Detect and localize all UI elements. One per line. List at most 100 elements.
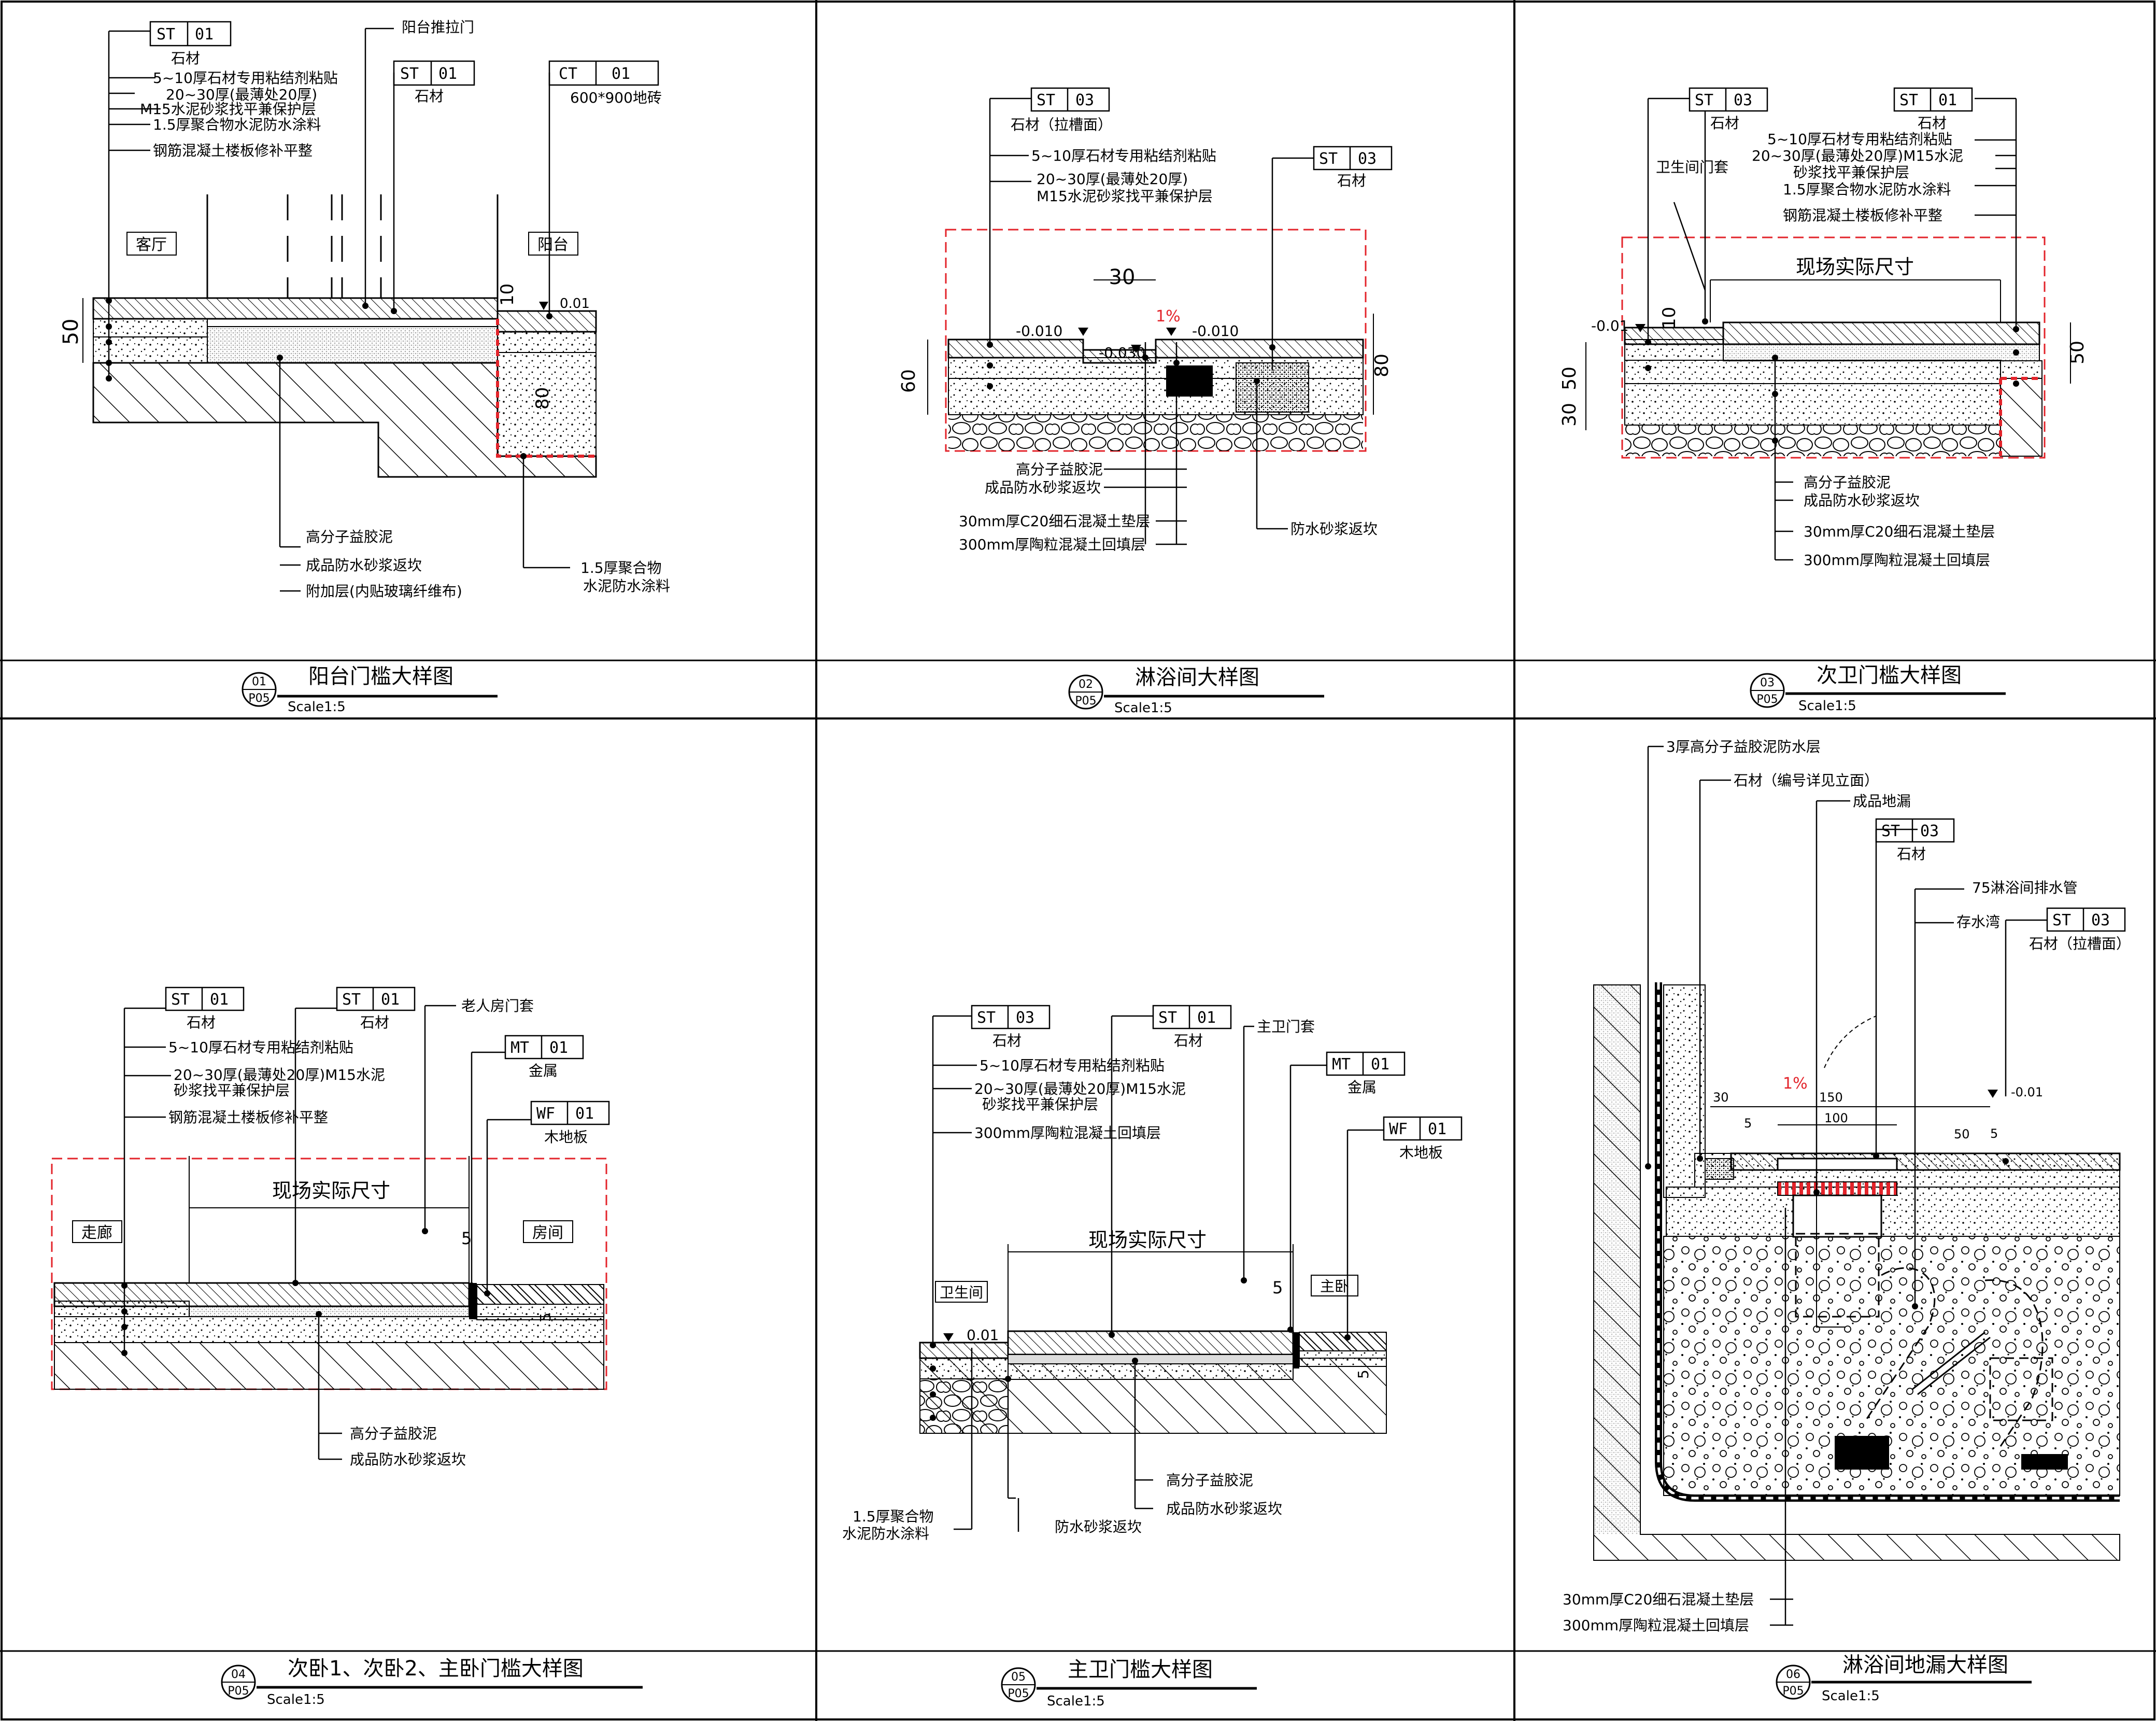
dim-label: -0.01 <box>2011 1085 2043 1099</box>
svg-text:石材: 石材 <box>992 1032 1022 1049</box>
title-sheet: P05 <box>228 1685 249 1698</box>
svg-text:MT: MT <box>1332 1055 1351 1074</box>
note: 1.5厚聚合物水泥防水涂料 <box>1783 181 1951 198</box>
svg-text:01: 01 <box>549 1039 568 1057</box>
note: 5~10厚石材专用粘结剂粘贴 <box>1031 147 1216 164</box>
note: 20~30厚(最薄处20厚)M15水泥 <box>174 1066 385 1083</box>
drawing-scale: Scale1:5 <box>1114 700 1172 716</box>
note: 阳台推拉门 <box>402 19 474 36</box>
note: 1.5厚聚合物水泥防水涂料 <box>153 116 321 133</box>
drawing-title: 次卧1、次卧2、主卧门槛大样图 <box>288 1657 584 1681</box>
room-label: 主卧 <box>1320 1278 1349 1295</box>
note: 成品防水砂浆返坎 <box>1804 492 1920 509</box>
dim-label: 5 <box>461 1229 472 1248</box>
title-number: 05 <box>1011 1671 1026 1684</box>
dim-label: -0.030 <box>1099 344 1145 361</box>
note: 钢筋混凝土楼板修补平整 <box>153 142 313 159</box>
svg-text:MT: MT <box>510 1039 529 1057</box>
detail-06-shower-floor-drain: 30 150 100 50 5 1% -0.01 5 <box>1563 738 2131 1634</box>
note: 300mm厚陶粒混凝土回填层 <box>1804 552 1990 569</box>
title-block-02: 02 P05 淋浴间大样图 Scale1:5 <box>1068 666 1324 716</box>
note: 1.5厚聚合物 <box>580 559 662 576</box>
note: 卫生间门套 <box>1656 159 1728 176</box>
svg-text:ST: ST <box>157 25 175 44</box>
svg-text:ST: ST <box>1899 91 1918 109</box>
note: M15水泥砂浆找平兼保护层 <box>140 101 316 118</box>
dim-label: 100 <box>1824 1111 1848 1125</box>
drawing-title: 淋浴间大样图 <box>1135 666 1259 689</box>
note: 高分子益胶泥 <box>1166 1472 1253 1489</box>
room-label: 客厅 <box>136 236 167 254</box>
note: 附加层(内贴玻璃纤维布) <box>306 583 462 600</box>
svg-text:03: 03 <box>1358 150 1377 168</box>
title-block-04: 04 P05 次卧1、次卧2、主卧门槛大样图 Scale1:5 <box>221 1657 643 1708</box>
note: 成品防水砂浆返坎 <box>1166 1500 1282 1517</box>
note: 75淋浴间排水管 <box>1972 879 2078 896</box>
note: 砂浆找平兼保护层 <box>174 1082 290 1099</box>
note: 石材（编号详见立面） <box>1734 772 1879 789</box>
svg-text:01: 01 <box>381 991 400 1009</box>
svg-text:石材: 石材 <box>171 50 200 67</box>
drawing-scale: Scale1:5 <box>1047 1694 1105 1709</box>
svg-text:01: 01 <box>575 1105 594 1123</box>
svg-text:03: 03 <box>1075 91 1094 109</box>
svg-text:ST: ST <box>1881 822 1900 840</box>
material-tag: ST 01 石材 <box>1893 87 1973 132</box>
note: 1.5厚聚合物 <box>853 1508 934 1525</box>
note: 5~10厚石材专用粘结剂粘贴 <box>1767 131 1952 148</box>
svg-text:ST: ST <box>2052 911 2071 929</box>
note: 成品防水砂浆返坎 <box>985 479 1101 496</box>
detail-04-bedroom-threshold: 现场实际尺寸 走廊 房间 5 5 <box>51 986 610 1468</box>
material-tag: ST 03 石材 <box>1313 146 1393 189</box>
note: 成品防水砂浆返坎 <box>306 557 422 574</box>
svg-text:01: 01 <box>438 65 457 83</box>
dim-label: 10 <box>497 284 518 306</box>
drawing-title: 主卫门槛大样图 <box>1068 1658 1213 1682</box>
dim-label: 5 <box>1355 1370 1372 1379</box>
svg-text:ST: ST <box>1319 150 1338 168</box>
dim-label: 50 <box>1954 1127 1970 1141</box>
note: 防水砂浆返坎 <box>1290 520 1378 538</box>
note: 钢筋混凝土楼板修补平整 <box>168 1109 328 1126</box>
dim-label: 50 <box>1559 366 1580 390</box>
note: 砂浆找平兼保护层 <box>982 1096 1098 1113</box>
material-tag: ST 01 石材 <box>393 60 475 105</box>
note: 30mm厚C20细石混凝土垫层 <box>1563 1591 1754 1608</box>
title-sheet: P05 <box>1008 1687 1029 1700</box>
material-tag: MT 01 金属 <box>1326 1051 1406 1096</box>
dim-label: 5 <box>1990 1126 1998 1141</box>
dim-label: -0.01 <box>1591 317 1628 334</box>
dim-label: 150 <box>1819 1090 1843 1105</box>
note: 现场实际尺寸 <box>1088 1229 1207 1251</box>
svg-text:ST: ST <box>342 991 361 1009</box>
drawing-title: 阳台门槛大样图 <box>308 665 453 688</box>
note: 300mm厚陶粒混凝土回填层 <box>974 1124 1161 1141</box>
dim-label: 5 <box>1744 1116 1752 1131</box>
svg-text:石材: 石材 <box>1897 845 1926 863</box>
svg-text:石材: 石材 <box>187 1014 216 1031</box>
svg-text:石材: 石材 <box>1918 115 1947 132</box>
svg-text:石材: 石材 <box>1710 115 1739 132</box>
material-tag: ST 03 石材 <box>1689 87 1768 132</box>
svg-text:01: 01 <box>195 25 214 44</box>
note: 20~30厚(最薄处20厚) <box>1037 171 1188 188</box>
note: 现场实际尺寸 <box>272 1179 390 1202</box>
svg-text:金属: 金属 <box>529 1062 558 1079</box>
material-tag: ST 01 石材 <box>1152 1005 1232 1049</box>
note: 5~10厚石材专用粘结剂粘贴 <box>153 69 338 87</box>
detail-03-second-bath-threshold: 现场实际尺寸 -0.01 10 50 30 50 <box>1559 87 2088 569</box>
material-tag: WF 01 木地板 <box>530 1101 610 1146</box>
material-tag: ST 03 石材 <box>971 1005 1051 1049</box>
note: 高分子益胶泥 <box>350 1425 437 1442</box>
title-block-01: 01 P05 阳台门槛大样图 Scale1:5 <box>242 665 498 715</box>
svg-text:ST: ST <box>1695 91 1713 109</box>
note: 20~30厚(最薄处20厚)M15水泥 <box>1752 147 1963 164</box>
dim-label: 60 <box>898 369 919 393</box>
svg-text:03: 03 <box>1016 1009 1034 1027</box>
svg-text:石材: 石材 <box>360 1014 389 1031</box>
svg-text:ST: ST <box>977 1009 996 1027</box>
material-tag: ST 03 石材（拉槽面） <box>2029 907 2131 952</box>
material-tag: ST 03 石材（拉槽面） <box>1011 87 1112 133</box>
svg-text:石材: 石材 <box>1337 172 1366 189</box>
title-block-03: 03 P05 次卫门槛大样图 Scale1:5 <box>1750 664 2006 714</box>
